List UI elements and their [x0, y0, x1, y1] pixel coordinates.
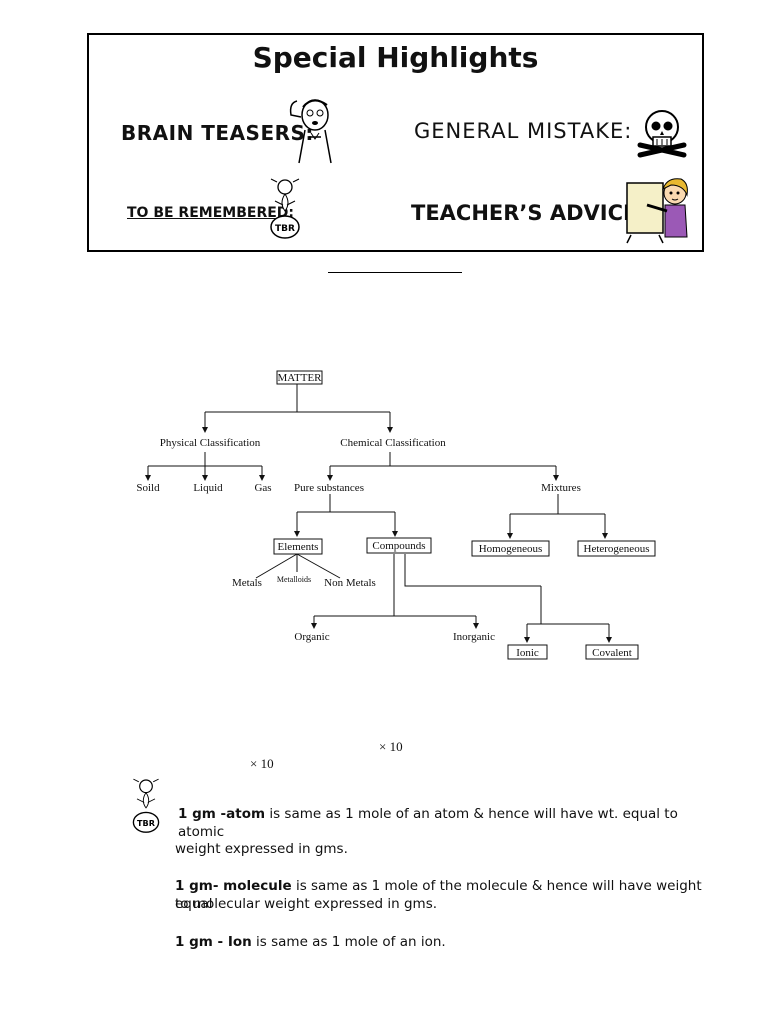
text-gm-ion: is same as 1 mole of an ion. — [251, 934, 446, 950]
node-ionic: Ionic — [516, 647, 539, 659]
node-pure-substances: Pure substances — [294, 482, 364, 494]
node-metals: Metals — [232, 577, 262, 589]
note-gm-ion: 1 gm - Ion is same as 1 mole of an ion. — [175, 933, 715, 951]
node-compounds: Compounds — [372, 540, 425, 552]
elements-box — [273, 538, 323, 555]
node-inorganic: Inorganic — [453, 631, 495, 643]
note-gm-molecule: 1 gm- molecule is same as 1 mole of the … — [175, 877, 715, 913]
node-organic: Organic — [294, 631, 329, 643]
term-gm-atom: 1 gm -atom — [178, 806, 266, 822]
special-highlights-box: Special Highlights BRAIN TEASERS: GENERA… — [87, 33, 704, 252]
tbr-badge-text: TBR — [137, 818, 156, 828]
section-divider — [328, 272, 462, 273]
teacher-at-board-icon — [626, 178, 688, 244]
term-gm-ion: 1 gm - Ion — [175, 934, 252, 950]
node-elements: Elements — [278, 541, 319, 553]
node-non-metals: Non Metals — [324, 577, 376, 589]
node-metalloids: Metalloids — [277, 575, 311, 584]
times-ten-fragment-2: × 10 — [250, 756, 274, 771]
node-mixtures: Mixtures — [541, 482, 581, 494]
note-gm-atom-cont: weight expressed in gms. — [175, 841, 348, 857]
node-homogeneous: Homogeneous — [479, 543, 543, 555]
homogeneous-box — [471, 540, 550, 557]
node-liquid: Liquid — [193, 482, 223, 494]
brain-teasers-label: BRAIN TEASERS: — [121, 121, 314, 145]
tbr-mascot-icon: TBR — [132, 778, 160, 833]
tbr-mascot-icon: TBR — [270, 178, 300, 239]
node-heterogeneous: Heterogeneous — [584, 543, 650, 555]
node-chemical: Chemical Classification — [340, 437, 446, 449]
node-covalent: Covalent — [592, 647, 632, 659]
covalent-box — [585, 644, 639, 660]
to-be-remembered-label: TO BE REMEMBERED: — [127, 205, 295, 221]
times-ten-fragment-1: × 10 — [379, 739, 403, 754]
node-physical: Physical Classification — [160, 437, 261, 449]
node-matter: MATTER — [278, 372, 323, 384]
heterogeneous-box — [577, 540, 656, 557]
node-gas: Gas — [254, 482, 271, 494]
highlights-title: Special Highlights — [252, 41, 539, 74]
teachers-advice-label: TEACHER’S ADVICE: — [411, 201, 646, 225]
tbr-badge-text: TBR — [275, 224, 295, 234]
text-gm-atom: is same as 1 mole of an atom & hence wil… — [178, 806, 678, 840]
text-gm-molecule: is same as 1 mole of the molecule & henc… — [175, 878, 702, 912]
note-gm-molecule-cont: to molecular weight expressed in gms. — [175, 896, 438, 912]
matter-box — [276, 370, 323, 385]
tree-connectors — [145, 384, 612, 643]
ionic-box — [507, 644, 548, 660]
node-solid: Soild — [136, 482, 160, 494]
matter-classification-diagram: MATTER Physical Classification Chemical … — [136, 370, 656, 660]
note-gm-atom: 1 gm -atom is same as 1 mole of an atom … — [178, 805, 718, 841]
general-mistake-label: GENERAL MISTAKE: — [414, 119, 633, 143]
compounds-box — [366, 537, 432, 554]
confused-person-icon — [289, 99, 332, 164]
skull-crossbones-icon — [637, 110, 687, 158]
term-gm-molecule: 1 gm- molecule — [175, 878, 292, 894]
